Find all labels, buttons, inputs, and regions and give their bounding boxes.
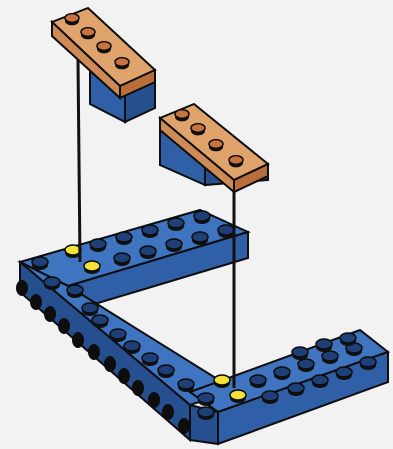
upper-left-transparent-plate bbox=[50, 6, 157, 124]
technic-hole bbox=[162, 404, 174, 420]
technic-hole bbox=[30, 294, 42, 310]
base-stud bbox=[139, 245, 157, 259]
base-studs bbox=[31, 210, 377, 420]
technic-hole bbox=[88, 344, 100, 360]
technic-hole bbox=[118, 368, 130, 384]
base-stud bbox=[31, 256, 49, 270]
base-stud bbox=[141, 352, 159, 366]
transparent-stud bbox=[64, 12, 80, 26]
base-stud bbox=[66, 284, 84, 298]
technic-hole bbox=[178, 418, 190, 434]
technic-hole bbox=[16, 280, 28, 296]
transparent-stud bbox=[96, 40, 112, 54]
technic-hole bbox=[72, 332, 84, 348]
base-stud bbox=[297, 358, 315, 372]
yellow-marker-stud bbox=[213, 374, 231, 388]
base-stud bbox=[339, 332, 357, 346]
base-stud bbox=[43, 276, 61, 290]
base-stud bbox=[359, 356, 377, 370]
upper-right-studs bbox=[174, 108, 244, 168]
base-l-frame bbox=[16, 208, 391, 446]
base-stud bbox=[197, 392, 215, 406]
base-stud bbox=[177, 378, 195, 392]
base-stud bbox=[197, 406, 215, 420]
base-stud bbox=[123, 340, 141, 354]
upper-right-plate-side bbox=[233, 162, 269, 194]
base-stud bbox=[113, 252, 131, 266]
base-stud bbox=[193, 210, 211, 224]
yellow-marker-stud bbox=[229, 389, 247, 403]
base-stud bbox=[335, 366, 353, 380]
transparent-stud bbox=[80, 26, 96, 40]
technic-hole bbox=[132, 380, 144, 396]
transparent-stud bbox=[174, 108, 190, 122]
technic-hole bbox=[58, 318, 70, 334]
transparent-stud bbox=[228, 154, 244, 168]
base-stud bbox=[315, 338, 333, 352]
technic-hole bbox=[148, 392, 160, 408]
base-stud bbox=[191, 231, 209, 245]
upper-right-transparent-plate bbox=[158, 102, 270, 195]
technic-hole bbox=[104, 356, 116, 372]
base-stud bbox=[321, 350, 339, 364]
base-stud bbox=[141, 224, 159, 238]
yellow-marker-stud bbox=[64, 244, 82, 258]
base-stud bbox=[291, 346, 309, 360]
base-stud bbox=[287, 382, 305, 396]
base-stud bbox=[165, 238, 183, 252]
transparent-stud bbox=[208, 138, 224, 152]
base-stud bbox=[311, 374, 329, 388]
upper-left-studs bbox=[64, 12, 130, 70]
base-stud bbox=[115, 231, 133, 245]
upper-left-plate-side bbox=[119, 68, 156, 100]
base-stud bbox=[89, 238, 107, 252]
base-stud bbox=[273, 366, 291, 380]
yellow-marker-stud bbox=[83, 260, 101, 274]
technic-hole bbox=[44, 306, 56, 322]
technic-holes bbox=[16, 280, 190, 434]
base-stud bbox=[157, 364, 175, 378]
guide-line-left bbox=[76, 59, 82, 263]
base-stud bbox=[261, 390, 279, 404]
connection-markers bbox=[64, 244, 247, 403]
base-stud bbox=[81, 302, 99, 316]
base-stud bbox=[217, 224, 235, 238]
base-stud bbox=[91, 314, 109, 328]
transparent-stud bbox=[190, 122, 206, 136]
base-stud bbox=[249, 374, 267, 388]
base-stud bbox=[109, 328, 127, 342]
base-stud bbox=[167, 217, 185, 231]
transparent-stud bbox=[114, 56, 130, 70]
